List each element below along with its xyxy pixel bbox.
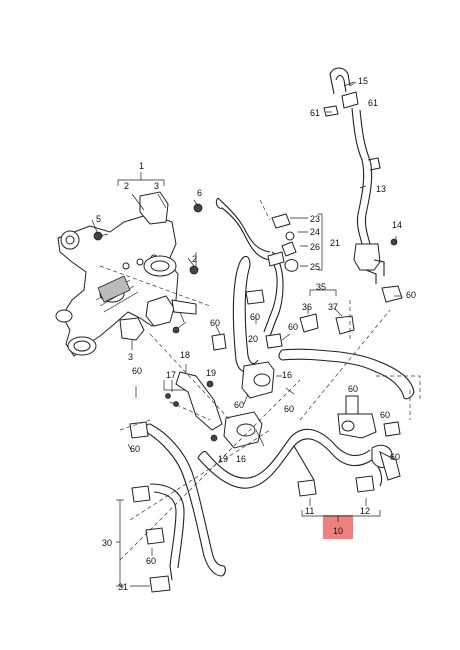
label-20[interactable]: 20 <box>248 334 258 344</box>
label-17[interactable]: 17 <box>166 370 176 380</box>
label-16-bottom[interactable]: 16 <box>236 454 246 464</box>
label-60-d[interactable]: 60 <box>234 400 244 410</box>
label-10[interactable]: 10 <box>333 526 343 536</box>
label-60-c[interactable]: 60 <box>132 366 142 376</box>
label-14[interactable]: 14 <box>392 220 402 230</box>
label-60-f[interactable]: 60 <box>288 322 298 332</box>
label-3-bottom[interactable]: 3 <box>128 352 133 362</box>
label-16-top[interactable]: 16 <box>282 370 292 380</box>
label-60-g[interactable]: 60 <box>406 290 416 300</box>
label-15[interactable]: 15 <box>358 76 368 86</box>
label-60-j[interactable]: 60 <box>390 452 400 462</box>
label-35[interactable]: 35 <box>316 282 326 292</box>
label-24[interactable]: 24 <box>310 227 320 237</box>
label-19-bottom[interactable]: 19 <box>218 454 228 464</box>
label-21[interactable]: 21 <box>330 238 340 248</box>
label-6[interactable]: 6 <box>197 188 202 198</box>
coolant-flange-housing <box>55 191 203 357</box>
label-5[interactable]: 5 <box>96 214 101 224</box>
label-1[interactable]: 1 <box>139 161 144 171</box>
label-26[interactable]: 26 <box>310 242 320 252</box>
label-11[interactable]: 11 <box>305 506 314 516</box>
label-37[interactable]: 37 <box>328 302 338 312</box>
label-2[interactable]: 2 <box>124 181 129 191</box>
small-parts-21 <box>267 213 299 272</box>
label-61-left[interactable]: 61 <box>310 108 320 118</box>
label-60-e[interactable]: 60 <box>284 404 294 414</box>
label-31[interactable]: 31 <box>118 582 128 592</box>
label-3-top[interactable]: 3 <box>154 181 159 191</box>
label-60-l[interactable]: 60 <box>130 444 140 454</box>
label-25[interactable]: 25 <box>310 262 320 272</box>
label-60-a[interactable]: 60 <box>210 318 220 328</box>
pump-16 <box>223 361 275 449</box>
label-19-top[interactable]: 19 <box>206 368 216 378</box>
label-12[interactable]: 12 <box>360 506 370 516</box>
label-30[interactable]: 30 <box>102 538 112 548</box>
label-60-i[interactable]: 60 <box>380 410 390 420</box>
label-13[interactable]: 13 <box>376 184 386 194</box>
label-60-h[interactable]: 60 <box>348 384 358 394</box>
label-60-k[interactable]: 60 <box>146 556 156 566</box>
label-18[interactable]: 18 <box>180 350 190 360</box>
label-60-b[interactable]: 60 <box>250 312 260 322</box>
label-2-right[interactable]: 2 <box>192 254 197 264</box>
label-61-right[interactable]: 61 <box>368 98 378 108</box>
label-36[interactable]: 36 <box>302 302 312 312</box>
label-23[interactable]: 23 <box>310 214 320 224</box>
